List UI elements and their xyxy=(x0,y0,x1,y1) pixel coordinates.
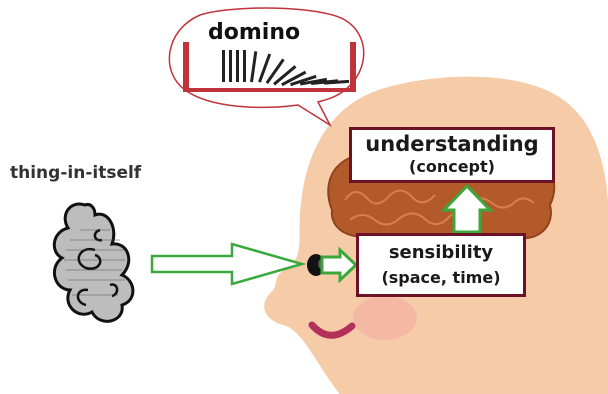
sense-arrow xyxy=(320,246,359,284)
swirl-cloud-icon xyxy=(52,202,135,323)
input-arrow xyxy=(150,242,307,286)
domino-row-icon xyxy=(183,42,356,92)
sensibility-box: sensibility (space, time) xyxy=(356,233,526,297)
domino-label: domino xyxy=(208,20,301,45)
thing-in-itself-label: thing-in-itself xyxy=(10,163,142,183)
concept-label: (concept) xyxy=(409,157,495,176)
up-arrow xyxy=(440,183,494,234)
cheek xyxy=(353,296,417,340)
sensibility-label: sensibility xyxy=(388,242,494,263)
mouth xyxy=(308,321,356,339)
space-time-label: (space, time) xyxy=(381,268,501,287)
understanding-box: understanding (concept) xyxy=(349,127,555,183)
understanding-label: understanding xyxy=(365,132,539,156)
